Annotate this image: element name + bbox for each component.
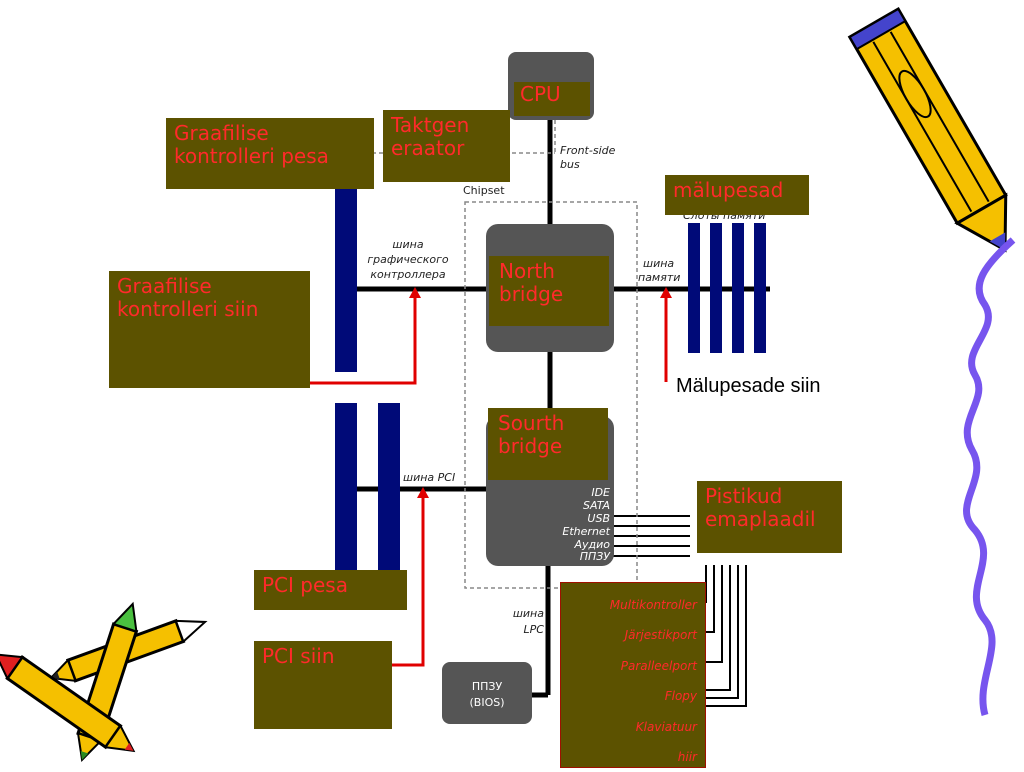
list-item: hiir — [677, 750, 697, 765]
list-item: Järjestikport — [624, 628, 697, 643]
memory-slot-2 — [710, 223, 722, 353]
graafilise-kontrolleri-siin-label: Graafilise kontrolleri siin — [109, 271, 310, 388]
memory-slot-1 — [688, 223, 700, 353]
list-item: Flopy — [664, 689, 697, 704]
cpu-label: CPU — [514, 82, 590, 116]
pci-bus-arrow — [392, 496, 425, 667]
pci-pesa-label: PCI pesa — [254, 570, 407, 610]
graphics-bus-label-3: контроллера — [370, 268, 445, 281]
graafilise-kontrolleri-pesa-label: Graafilise kontrolleri pesa — [166, 118, 374, 189]
malupesade-siin-label: Mälupesade siin — [676, 375, 821, 397]
south-bridge-label: Sourth bridge — [488, 408, 608, 480]
list-item: Paralleelport — [620, 658, 697, 673]
graphics-bus-label-1: шина — [392, 238, 423, 251]
port-audio: Аудио — [573, 538, 610, 551]
bios-label-1: ППЗУ — [472, 680, 503, 693]
crayons-icon — [0, 601, 208, 763]
port-sata: SATA — [583, 499, 610, 512]
list-item: Klaviatuur — [635, 719, 697, 734]
pencil-icon — [847, 6, 1008, 253]
slots — [335, 180, 766, 573]
memory-slot-4 — [754, 223, 766, 353]
malupesad-label: mälupesad — [665, 175, 809, 215]
pci-slot-1 — [335, 403, 357, 573]
lpc-bus-label-1: шина — [513, 607, 544, 620]
taktgeneraator-label: Taktgen eraator — [383, 110, 510, 182]
lpc-bus-label-2: LPC — [524, 623, 545, 636]
memory-slot-3 — [732, 223, 744, 353]
front-side-bus-label-2: bus — [560, 158, 580, 171]
front-side-bus-label-1: Front-side — [560, 144, 616, 157]
pistikud-emaplaadil-label: Pistikud emaplaadil — [697, 481, 842, 553]
port-lines — [612, 515, 690, 557]
south-ports: IDE SATA USB Ethernet Аудио ППЗУ — [562, 486, 611, 563]
memory-bus-label-2: памяти — [638, 271, 680, 284]
port-ide: IDE — [591, 486, 610, 499]
north-bridge-label: North bridge — [489, 256, 609, 326]
bios-chip — [442, 662, 532, 724]
chipset-box — [464, 201, 638, 589]
graphics-slot — [335, 180, 357, 372]
port-usb: USB — [587, 512, 610, 525]
pci-slot-2 — [378, 403, 400, 573]
pci-bus-label: шина PCI — [403, 471, 455, 484]
graphics-bus-arrow — [310, 296, 417, 385]
bios-label-2: (BIOS) — [469, 696, 504, 709]
list-item: Multikontroller — [609, 598, 697, 612]
pci-siin-label: PCI siin — [254, 641, 392, 729]
port-eeprom: ППЗУ — [580, 550, 612, 563]
graphics-bus-label-2: графического — [367, 253, 449, 266]
memory-bus-label-1: шина — [643, 257, 674, 270]
multikontroller-list: Multikontroller Järjestikport Paralleelp… — [560, 582, 706, 768]
port-ethernet: Ethernet — [562, 525, 610, 538]
wavy-line — [963, 237, 1016, 716]
chipset-label: Chipset — [463, 184, 505, 197]
red-arrows — [310, 296, 668, 667]
